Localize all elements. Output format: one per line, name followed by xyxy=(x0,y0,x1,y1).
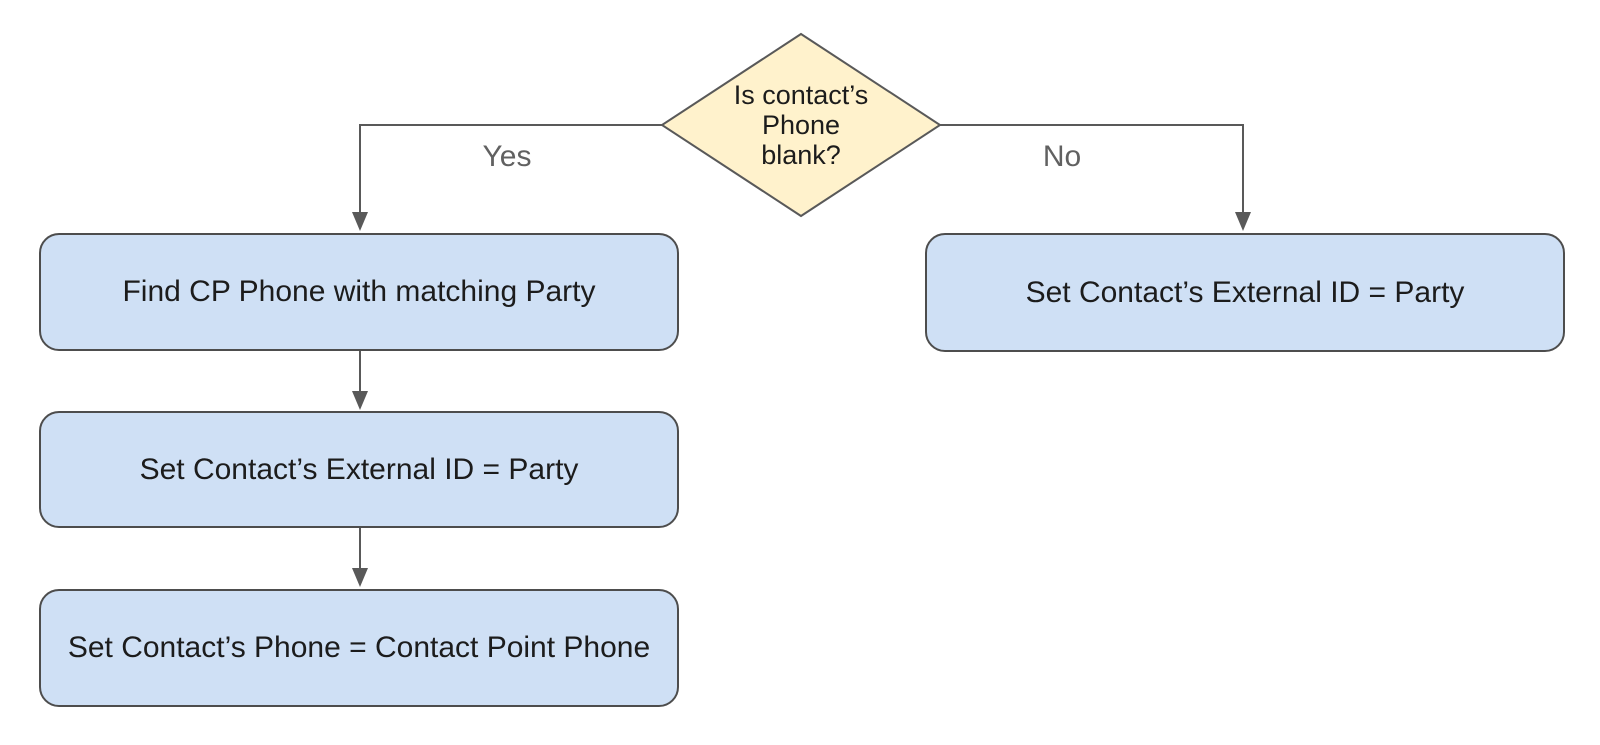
decision-diamond-shape xyxy=(660,32,942,218)
decision-node-text: Is contact’s Phone blank? xyxy=(701,80,901,170)
decision-line-2: Phone xyxy=(761,110,841,140)
process-node-label: Find CP Phone with matching Party xyxy=(122,275,596,308)
no-branch-label: No xyxy=(1042,140,1082,173)
process-node-find-cp-phone: Find CP Phone with matching Party xyxy=(39,233,679,351)
process-node-set-external-id-no: Set Contact’s External ID = Party xyxy=(925,233,1565,352)
yes-connector-arrowhead xyxy=(352,212,368,231)
process-node-label: Set Contact’s Phone = Contact Point Phon… xyxy=(67,631,651,664)
process-node-label: Set Contact’s External ID = Party xyxy=(1025,275,1465,309)
no-connector-line xyxy=(940,124,1244,213)
decision-line-3: blank? xyxy=(761,140,841,170)
yes-step2-step3-arrowhead xyxy=(352,568,368,587)
yes-step1-step2-arrowhead xyxy=(352,391,368,410)
yes-branch-label: Yes xyxy=(482,140,532,173)
decision-line-1: Is contact’s xyxy=(733,80,869,110)
process-node-set-phone: Set Contact’s Phone = Contact Point Phon… xyxy=(39,589,679,707)
process-node-label: Set Contact’s External ID = Party xyxy=(139,452,579,486)
no-connector-arrowhead xyxy=(1235,212,1251,231)
yes-connector-line xyxy=(359,124,662,213)
process-node-set-external-id-yes: Set Contact’s External ID = Party xyxy=(39,411,679,528)
